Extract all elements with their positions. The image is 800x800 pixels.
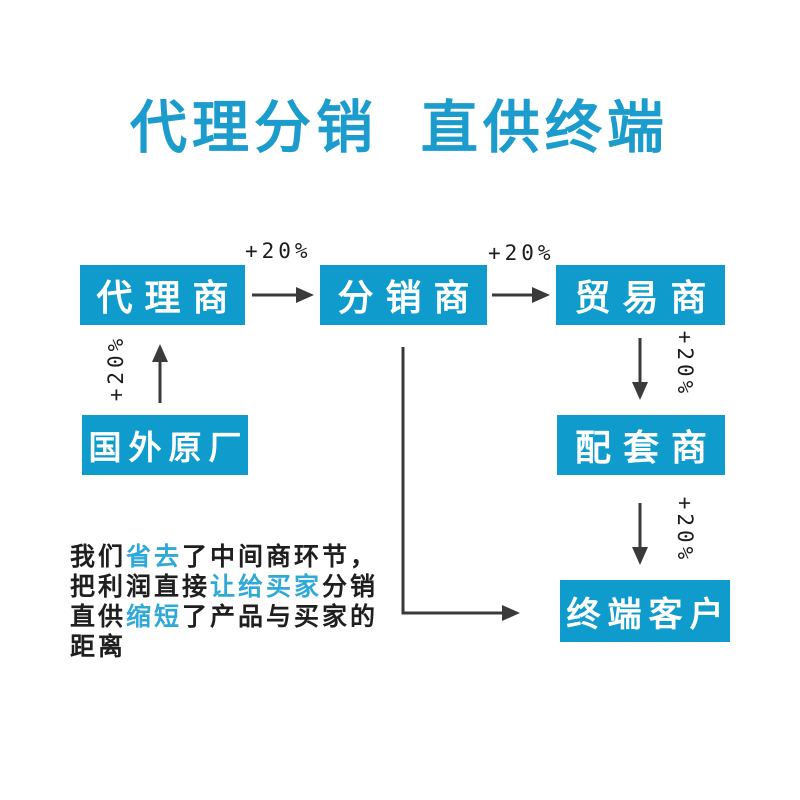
arrow-distributor-to-customer: [401, 347, 520, 621]
paragraph-text: 直供: [70, 602, 127, 631]
arrow-trader-to-supplier: [632, 338, 648, 400]
paragraph-text: 距离: [70, 632, 127, 661]
flow-box-agent: 代理商: [80, 265, 245, 325]
paragraph-text: 了产品与买家的: [182, 602, 379, 631]
paragraph-highlight: 让给买家: [210, 572, 323, 601]
flow-box-foreign-factory: 国外原厂: [82, 415, 248, 475]
paragraph-text: 我们: [70, 542, 127, 571]
arrow-distributor-to-trader: [492, 287, 550, 303]
paragraph-text: 了中间商环节，: [182, 542, 379, 571]
description-paragraph: 我们省去了中间商环节， 把利润直接让给买家分销 直供缩短了产品与买家的 距离: [70, 542, 400, 662]
rate-label-distributor-to-trader: +20%: [488, 241, 555, 265]
flow-box-supporting-supplier: 配套商: [557, 415, 725, 475]
paragraph-line-4: 距离: [70, 632, 400, 662]
arrow-supplier-to-customer: [632, 503, 648, 565]
paragraph-line-1: 我们省去了中间商环节，: [70, 542, 400, 572]
flow-box-distributor: 分销商: [320, 265, 487, 325]
flow-box-end-customer: 终端客户: [560, 580, 730, 642]
arrow-factory-to-agent: [152, 344, 168, 403]
rate-label-supplier-to-customer: +20%: [673, 496, 697, 564]
paragraph-text: 把利润直接: [70, 572, 211, 601]
paragraph-line-3: 直供缩短了产品与买家的: [70, 602, 400, 632]
paragraph-highlight: 缩短: [126, 602, 183, 631]
rate-label-factory-to-agent: +20%: [104, 334, 128, 402]
paragraph-highlight: 省去: [126, 542, 183, 571]
flow-box-trader: 贸易商: [556, 265, 725, 325]
rate-label-agent-to-distributor: +20%: [245, 239, 312, 263]
rate-label-trader-to-supplier: +20%: [673, 330, 697, 398]
paragraph-text: 分销: [322, 572, 379, 601]
page-title: 代理分销 直供终端: [130, 95, 669, 161]
arrow-agent-to-distributor: [252, 287, 314, 303]
paragraph-line-2: 把利润直接让给买家分销: [70, 572, 400, 602]
